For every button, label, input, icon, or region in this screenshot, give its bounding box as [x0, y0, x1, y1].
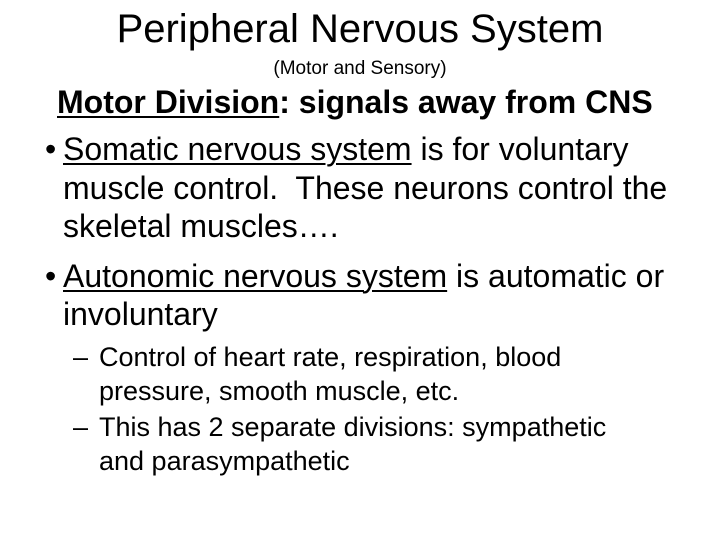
motor-division-term: Motor Division [57, 84, 280, 120]
bullet-icon: • [45, 257, 57, 294]
bullet-somatic-term: Somatic nervous system [63, 131, 412, 167]
slide-subtitle: (Motor and Sensory) [273, 58, 447, 79]
sub-bullet-control-text: Control of heart rate, respiration, bloo… [99, 341, 562, 406]
bullet-icon: • [45, 131, 57, 167]
motor-division-rest: : signals away from CNS [279, 84, 653, 120]
bullet-autonomic: •Autonomic nervous system is automatic o… [45, 257, 703, 334]
bullet-autonomic-term: Autonomic nervous system [63, 257, 448, 294]
sub-bullet-divisions: –This has 2 separate divisions: sympathe… [73, 410, 629, 478]
bullet-somatic-rest: is for voluntary muscle control. These n… [63, 131, 668, 244]
slide-title: Peripheral Nervous System [116, 7, 604, 51]
motor-division-heading: Motor Division: signals away from CNS [57, 83, 720, 121]
sub-bullet-divisions-text: This has 2 separate divisions: sympathet… [99, 411, 607, 476]
sub-bullet-list: –Control of heart rate, respiration, blo… [73, 340, 720, 478]
bullet-autonomic-rest: is automatic or involuntary [63, 257, 665, 333]
bullet-somatic: •Somatic nervous system is for voluntary… [45, 130, 703, 246]
dash-icon: – [73, 341, 89, 372]
dash-icon: – [73, 411, 89, 442]
bullet-list: •Somatic nervous system is for voluntary… [45, 130, 720, 334]
sub-bullet-control: –Control of heart rate, respiration, blo… [73, 340, 629, 408]
